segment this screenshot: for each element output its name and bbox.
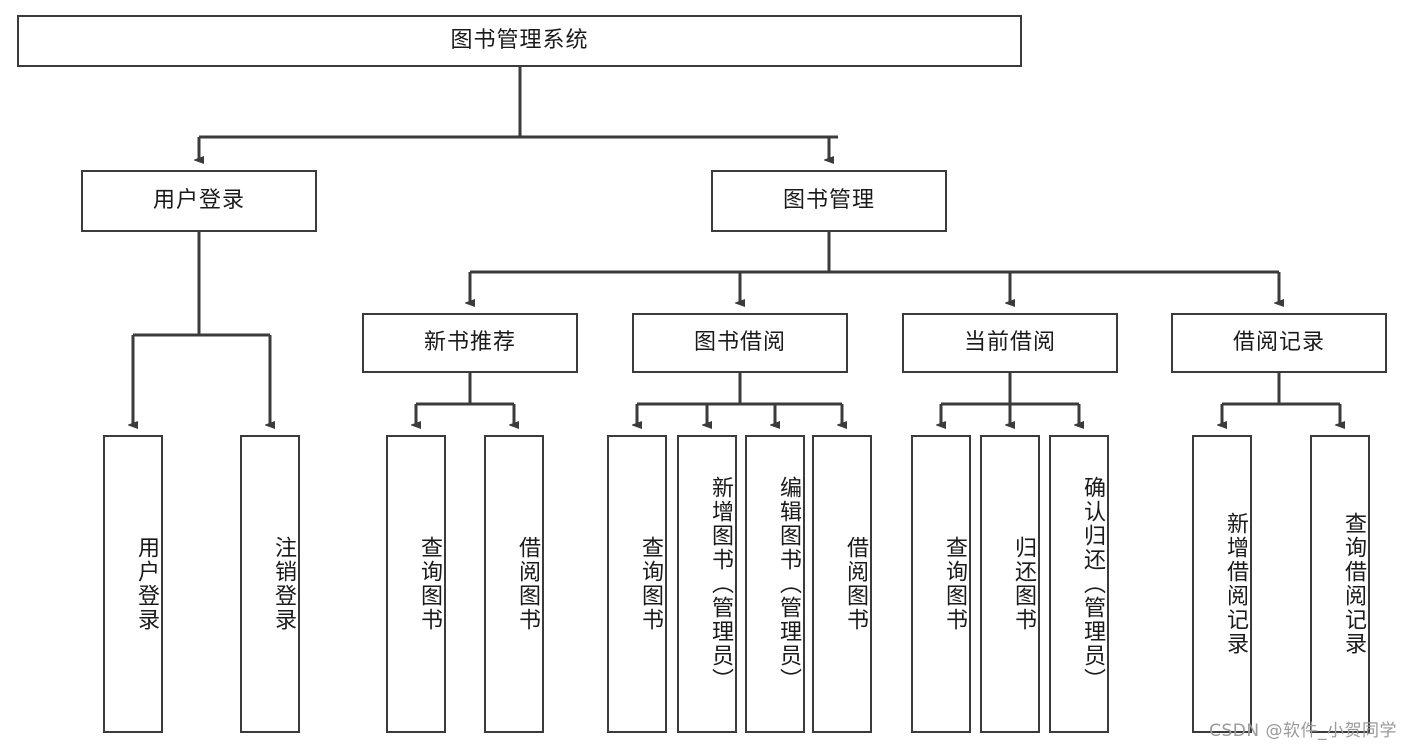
leaf-current-return-label: 归还图书	[1011, 536, 1036, 632]
node-new-book-recommend-label: 新书推荐	[423, 329, 516, 355]
leaf-new-book-query-label: 查询图书	[417, 536, 442, 632]
leaf-records-add-label: 新增借阅记录	[1223, 512, 1248, 656]
leaf-user-login-signout-label: 注销登录	[271, 536, 296, 632]
leaf-records-query[interactable]: 查询借阅记录	[1310, 435, 1370, 733]
node-user-login[interactable]: 用户登录	[81, 170, 317, 232]
leaf-new-book-borrow-label: 借阅图书	[515, 536, 540, 632]
leaf-borrow-edit-book-label: 编辑图书（管理员）	[776, 476, 801, 692]
node-book-borrow[interactable]: 图书借阅	[632, 313, 848, 373]
leaf-user-login-signout[interactable]: 注销登录	[240, 435, 300, 733]
leaf-current-confirm-return[interactable]: 确认归还（管理员）	[1049, 435, 1109, 733]
node-book-management[interactable]: 图书管理	[711, 170, 947, 232]
leaf-new-book-query[interactable]: 查询图书	[386, 435, 446, 733]
leaf-borrow-query-label: 查询图书	[638, 536, 663, 632]
leaf-current-query-label: 查询图书	[942, 536, 967, 632]
watermark: CSDN @软件_小贺同学	[1209, 721, 1397, 741]
leaf-new-book-borrow[interactable]: 借阅图书	[484, 435, 544, 733]
leaf-borrow-borrow-book[interactable]: 借阅图书	[812, 435, 872, 733]
node-current-borrow[interactable]: 当前借阅	[902, 313, 1118, 373]
node-borrow-records[interactable]: 借阅记录	[1171, 313, 1387, 373]
leaf-current-confirm-return-label: 确认归还（管理员）	[1080, 476, 1105, 692]
node-borrow-records-label: 借阅记录	[1232, 329, 1325, 355]
node-book-management-label: 图书管理	[782, 187, 875, 213]
leaf-records-add[interactable]: 新增借阅记录	[1192, 435, 1252, 733]
leaf-borrow-add-book[interactable]: 新增图书（管理员）	[677, 435, 737, 733]
node-new-book-recommend[interactable]: 新书推荐	[362, 313, 578, 373]
node-current-borrow-label: 当前借阅	[963, 329, 1056, 355]
node-root-label: 图书管理系统	[450, 27, 589, 53]
node-root[interactable]: 图书管理系统	[17, 15, 1022, 67]
leaf-borrow-edit-book[interactable]: 编辑图书（管理员）	[745, 435, 805, 733]
node-user-login-label: 用户登录	[152, 187, 245, 213]
leaf-user-login-signin-label: 用户登录	[134, 536, 159, 632]
leaf-borrow-add-book-label: 新增图书（管理员）	[708, 476, 733, 692]
leaf-borrow-borrow-book-label: 借阅图书	[843, 536, 868, 632]
leaf-records-query-label: 查询借阅记录	[1341, 512, 1366, 656]
leaf-user-login-signin[interactable]: 用户登录	[103, 435, 163, 733]
node-book-borrow-label: 图书借阅	[693, 329, 786, 355]
leaf-borrow-query[interactable]: 查询图书	[607, 435, 667, 733]
leaf-current-return[interactable]: 归还图书	[980, 435, 1040, 733]
leaf-current-query[interactable]: 查询图书	[911, 435, 971, 733]
